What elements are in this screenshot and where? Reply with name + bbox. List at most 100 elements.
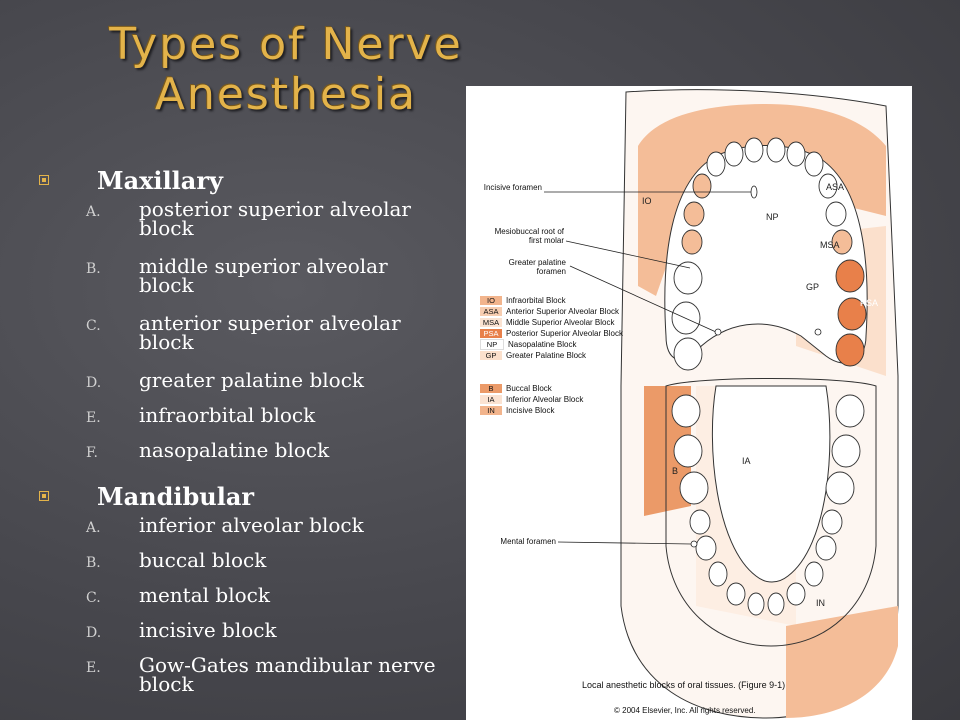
zone-label-asa: ASA: [826, 182, 845, 192]
callout-line: [557, 541, 692, 545]
bullet-square-icon: [39, 491, 49, 501]
outline-list: Maxillary A. posterior superior alveolar …: [36, 160, 456, 713]
callout-incisive-foramen: Incisive foramen: [483, 183, 542, 192]
callout-line: [569, 265, 717, 333]
item-marker: A.: [86, 204, 101, 220]
legend-name: Inferior Alveolar Block: [506, 394, 584, 404]
legend-code: IA: [480, 394, 502, 404]
tooth: [835, 394, 865, 428]
upper-teeth: [671, 137, 867, 371]
tooth: [825, 201, 847, 227]
section-mandibular: Mandibular: [36, 476, 456, 516]
item-text: greater palatine block: [139, 368, 365, 392]
list-item: E.infraorbital block: [86, 403, 456, 437]
callout-line: [565, 240, 691, 269]
zone-label-ia: IA: [742, 456, 751, 466]
tooth: [671, 394, 701, 428]
tooth: [786, 141, 806, 167]
figure-copyright: © 2004 Elsevier, Inc. All rights reserve…: [614, 706, 756, 715]
tooth: [766, 137, 786, 163]
tooth: [831, 434, 861, 468]
tooth: [767, 592, 785, 616]
list-item: F. nasopalatine block: [86, 438, 456, 472]
item-text: buccal block: [139, 548, 267, 572]
bullet-square-icon: [39, 175, 49, 185]
tooth: [818, 173, 838, 199]
incisive-foramen-mark: [750, 185, 758, 199]
legend-code: NP: [480, 338, 504, 350]
item-text: anterior superior alveolar block: [139, 311, 401, 354]
item-text: infraorbital block: [139, 403, 316, 427]
tooth: [683, 201, 705, 227]
tooth: [724, 141, 744, 167]
item-marker: D.: [86, 375, 102, 391]
tooth: [673, 337, 703, 371]
item-marker: B.: [86, 555, 101, 571]
legend-name: Infraorbital Block: [506, 295, 566, 305]
section-label-mandibular: Mandibular: [97, 481, 255, 511]
tooth: [821, 509, 843, 535]
callout-mental-foramen: Mental foramen: [500, 537, 556, 546]
legend-item-ia: IA Inferior Alveolar Block: [480, 394, 583, 404]
legend-name: Greater Palatine Block: [506, 350, 587, 360]
list-item: A. inferior alveolar block: [86, 513, 456, 547]
tooth: [726, 582, 746, 606]
item-text: Gow-Gates mandibular nerve block: [139, 653, 436, 696]
slide-title: Types of Nerve Anesthesia: [109, 19, 463, 120]
item-marker: A.: [86, 520, 101, 536]
tooth: [695, 535, 717, 561]
tooth: [835, 259, 865, 293]
list-item: C. mental block: [86, 583, 456, 617]
lower-teeth: [671, 394, 865, 616]
tooth: [835, 333, 865, 367]
tooth: [825, 471, 855, 505]
legend-name: Posterior Superior Alveolar Block: [506, 328, 623, 338]
list-item: D. incisive block: [86, 618, 456, 652]
zone-label-msa: MSA: [820, 240, 840, 250]
figure-caption: Local anesthetic blocks of oral tissues.…: [582, 680, 786, 690]
legend-item-asa: ASA Anterior Superior Alveolar Block: [480, 306, 619, 316]
item-text: middle superior alveolar block: [139, 254, 388, 297]
legend-code: IO: [480, 295, 502, 305]
item-marker: C.: [86, 318, 101, 334]
item-marker: E.: [86, 660, 101, 676]
tooth: [831, 229, 853, 255]
palatine-foramen-mark: [714, 328, 722, 336]
list-item: B. buccal block: [86, 548, 456, 582]
item-marker: F.: [86, 445, 98, 461]
item-text: nasopalatine block: [139, 438, 330, 462]
item-marker: C.: [86, 590, 101, 606]
legend-code: GP: [480, 350, 502, 360]
zone-label-in: IN: [816, 598, 825, 608]
item-marker: D.: [86, 625, 102, 641]
legend-name: Nasopalatine Block: [508, 339, 577, 349]
item-text: mental block: [139, 583, 270, 607]
legend-code: ASA: [480, 306, 502, 316]
item-text: posterior superior alveolar block: [139, 197, 411, 240]
legend-name: Incisive Block: [506, 405, 555, 415]
tooth: [815, 535, 837, 561]
tooth: [708, 561, 728, 587]
mouth-diagram: [544, 89, 899, 719]
zone-label-io: IO: [642, 196, 652, 206]
list-item: B.middle superior alveolar block: [86, 254, 456, 310]
callout-greater-palatine: Greater palatine foramen: [508, 258, 566, 276]
tongue-outline: [711, 385, 831, 583]
tooth: [744, 137, 764, 163]
legend-item-np: NP Nasopalatine Block: [480, 338, 577, 350]
tooth: [706, 151, 726, 177]
list-item: E. Gow-Gates mandibular nerve block: [86, 653, 456, 709]
legend-name: Anterior Superior Alveolar Block: [506, 306, 619, 316]
legend-code: B: [480, 383, 502, 393]
tooth: [804, 561, 824, 587]
upper-asa-zone: [766, 104, 886, 216]
lower-arch-outline: [665, 378, 877, 647]
item-text: inferior alveolar block: [139, 513, 364, 537]
tooth: [681, 229, 703, 255]
item-text: incisive block: [139, 618, 277, 642]
tooth: [786, 582, 806, 606]
section-label-maxillary: Maxillary: [97, 165, 223, 195]
